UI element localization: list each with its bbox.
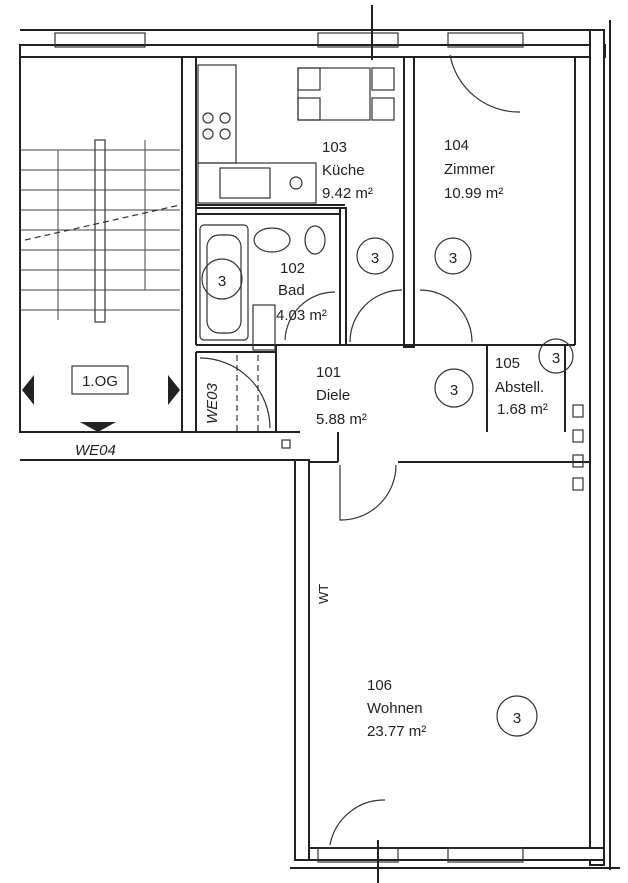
kitchen-furniture bbox=[197, 64, 395, 204]
room-name: Küche bbox=[322, 162, 365, 179]
room-badge: 3 bbox=[552, 350, 560, 367]
room-area: 1.68 m² bbox=[497, 401, 548, 418]
floor-label: 1.OG bbox=[82, 373, 118, 390]
room-number: 101 bbox=[316, 364, 341, 381]
staircase: 1.OG WE04 WE03 bbox=[20, 139, 271, 459]
room-104: 104 Zimmer 10.99 m² 3 bbox=[434, 137, 503, 275]
walls bbox=[19, 20, 620, 870]
room-area: 9.42 m² bbox=[322, 185, 373, 202]
windows bbox=[54, 5, 584, 883]
room-106: 106 Wohnen 23.77 m² 3 bbox=[367, 677, 538, 740]
room-area: 5.88 m² bbox=[316, 411, 367, 428]
wall-marker: WT bbox=[316, 584, 331, 604]
unit-label-we03: WE03 bbox=[204, 382, 221, 424]
room-102: 102 Bad 4.03 m² 3 bbox=[201, 258, 327, 324]
room-name: Zimmer bbox=[444, 161, 495, 178]
room-area: 10.99 m² bbox=[444, 185, 503, 202]
unit-label-we04: WE04 bbox=[75, 442, 116, 459]
room-101: 101 Diele 5.88 m² 3 bbox=[316, 364, 474, 428]
room-number: 105 bbox=[495, 355, 520, 372]
room-badge: 3 bbox=[513, 710, 521, 727]
room-105: 105 Abstell. 1.68 m² 3 bbox=[495, 338, 574, 418]
room-name: Bad bbox=[278, 282, 305, 299]
floor-label-box bbox=[71, 365, 129, 395]
room-badge: 3 bbox=[371, 250, 379, 267]
room-area: 23.77 m² bbox=[367, 723, 426, 740]
room-number: 106 bbox=[367, 677, 392, 694]
room-name: Abstell. bbox=[495, 379, 544, 396]
room-name: Diele bbox=[316, 387, 350, 404]
room-103: 103 Küche 9.42 m² 3 bbox=[322, 139, 394, 275]
room-badge: 3 bbox=[449, 250, 457, 267]
room-area: 4.03 m² bbox=[276, 307, 327, 324]
room-badge: 3 bbox=[218, 273, 226, 290]
room-number: 102 bbox=[280, 260, 305, 277]
room-name: Wohnen bbox=[367, 700, 423, 717]
room-number: 104 bbox=[444, 137, 469, 154]
doors bbox=[281, 54, 521, 846]
room-badge: 3 bbox=[450, 382, 458, 399]
room-number: 103 bbox=[322, 139, 347, 156]
door-swing bbox=[199, 357, 271, 429]
